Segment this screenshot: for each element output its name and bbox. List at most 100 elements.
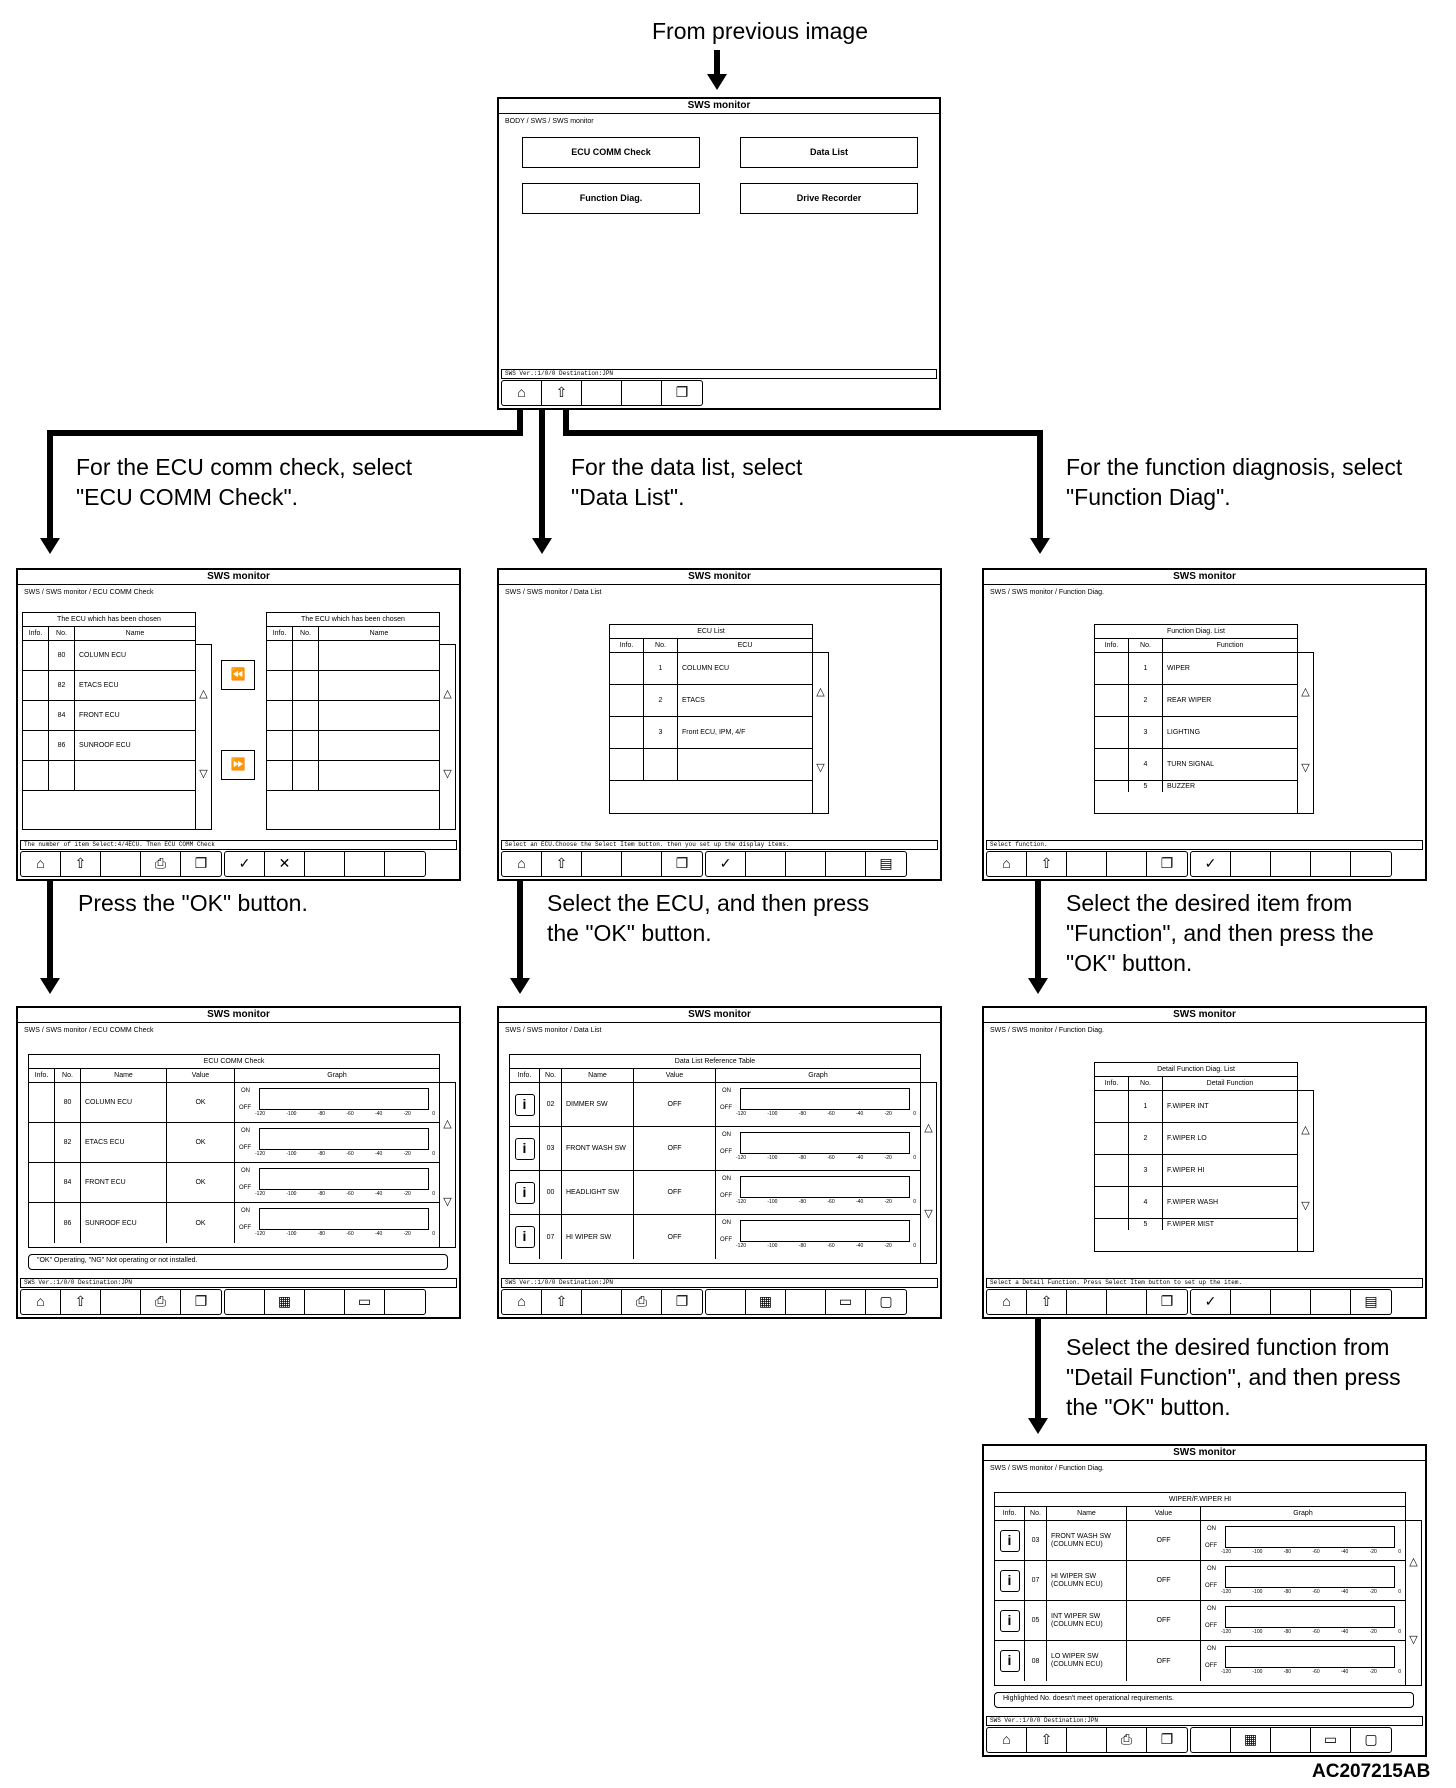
up-level-icon[interactable]: ⇧ xyxy=(1027,1290,1067,1314)
home-icon[interactable]: ⌂ xyxy=(502,1290,542,1314)
scrollbar[interactable]: △▽ xyxy=(196,644,212,830)
home-icon[interactable]: ⌂ xyxy=(502,852,542,876)
copy-icon[interactable]: ❐ xyxy=(675,1293,689,1309)
scroll-down-icon[interactable]: ▽ xyxy=(199,768,208,780)
home-icon[interactable]: ⌂ xyxy=(502,381,542,405)
home-icon[interactable]: ⌂ xyxy=(987,852,1027,876)
scrollbar[interactable]: △▽ xyxy=(1298,652,1314,814)
info-icon[interactable]: i xyxy=(999,1609,1020,1632)
table-icon[interactable]: ▦ xyxy=(265,1290,305,1314)
move-right-button[interactable]: ⏩ xyxy=(221,750,255,780)
scroll-up-icon[interactable]: △ xyxy=(1301,686,1310,698)
home-icon[interactable]: ⌂ xyxy=(987,1290,1027,1314)
up-level-icon[interactable]: ⇧ xyxy=(1027,852,1067,876)
copy-icon[interactable]: ❐ xyxy=(1160,1293,1174,1309)
ok-icon[interactable]: ✓ xyxy=(225,852,265,876)
scroll-up-icon[interactable]: △ xyxy=(443,1118,452,1130)
display-icon[interactable]: ▭ xyxy=(1311,1728,1351,1752)
table-icon[interactable]: ▤ xyxy=(879,855,893,871)
display-icon[interactable]: ▭ xyxy=(826,1290,866,1314)
home-icon[interactable]: ⌂ xyxy=(987,1728,1027,1752)
print-icon[interactable]: ⎙ xyxy=(141,1290,181,1314)
up-level-icon[interactable]: ⇧ xyxy=(61,852,101,876)
table-row[interactable] xyxy=(267,701,439,731)
copy-icon[interactable]: ❐ xyxy=(1160,1731,1174,1747)
info-icon[interactable]: i xyxy=(999,1529,1020,1552)
copy-icon[interactable]: ❐ xyxy=(675,855,689,871)
cancel-icon[interactable]: ✕ xyxy=(265,852,305,876)
info-icon[interactable]: i xyxy=(514,1226,535,1248)
home-icon[interactable]: ⌂ xyxy=(21,852,61,876)
copy-icon[interactable]: ❐ xyxy=(1160,855,1174,871)
ok-icon[interactable]: ✓ xyxy=(1191,1290,1231,1314)
table-row[interactable] xyxy=(267,761,439,791)
scroll-up-icon[interactable]: △ xyxy=(199,688,208,700)
info-icon[interactable]: i xyxy=(514,1093,535,1116)
scroll-up-icon[interactable]: △ xyxy=(1301,1124,1310,1136)
copy-icon[interactable]: ❐ xyxy=(675,384,689,400)
copy-icon[interactable]: ❐ xyxy=(194,1293,208,1309)
table-icon[interactable]: ▤ xyxy=(1364,1293,1378,1309)
scroll-up-icon[interactable]: △ xyxy=(443,688,452,700)
up-level-icon[interactable]: ⇧ xyxy=(1027,1728,1067,1752)
info-icon[interactable]: i xyxy=(999,1569,1020,1592)
move-left-button[interactable]: ⏪ xyxy=(221,660,255,690)
ecu-comm-check-button[interactable]: ECU COMM Check xyxy=(522,137,700,168)
window-icon[interactable]: ▢ xyxy=(879,1293,893,1309)
function-diag-button[interactable]: Function Diag. xyxy=(522,183,700,214)
scroll-up-icon[interactable]: △ xyxy=(924,1122,933,1134)
info-icon[interactable]: i xyxy=(514,1137,535,1160)
scroll-up-icon[interactable]: △ xyxy=(1409,1556,1418,1568)
scrollbar[interactable]: △▽ xyxy=(813,652,829,814)
table-icon[interactable]: ▦ xyxy=(1231,1728,1271,1752)
up-level-icon[interactable]: ⇧ xyxy=(542,1290,582,1314)
scrollbar[interactable]: △▽ xyxy=(1298,1090,1314,1252)
table-row[interactable] xyxy=(610,749,812,781)
home-icon[interactable]: ⌂ xyxy=(21,1290,61,1314)
up-level-icon[interactable]: ⇧ xyxy=(542,852,582,876)
scroll-down-icon[interactable]: ▽ xyxy=(1301,762,1310,774)
display-icon[interactable]: ▭ xyxy=(345,1290,385,1314)
scroll-down-icon[interactable]: ▽ xyxy=(1301,1200,1310,1212)
ok-icon[interactable]: ✓ xyxy=(706,852,746,876)
table-row[interactable] xyxy=(23,761,195,791)
table-icon[interactable]: ▦ xyxy=(746,1290,786,1314)
scrollbar[interactable]: △▽ xyxy=(440,1082,456,1248)
print-icon[interactable]: ⎙ xyxy=(622,1290,662,1314)
scroll-down-icon[interactable]: ▽ xyxy=(443,768,452,780)
up-level-icon[interactable]: ⇧ xyxy=(61,1290,101,1314)
scroll-down-icon[interactable]: ▽ xyxy=(924,1208,933,1220)
window-icon[interactable]: ▢ xyxy=(1364,1731,1378,1747)
drive-recorder-button[interactable]: Drive Recorder xyxy=(740,183,918,214)
table-row[interactable] xyxy=(267,671,439,701)
scroll-down-icon[interactable]: ▽ xyxy=(1409,1634,1418,1646)
scroll-down-icon[interactable]: ▽ xyxy=(816,762,825,774)
data-list-button[interactable]: Data List xyxy=(740,137,918,168)
info-icon[interactable]: i xyxy=(999,1650,1020,1672)
